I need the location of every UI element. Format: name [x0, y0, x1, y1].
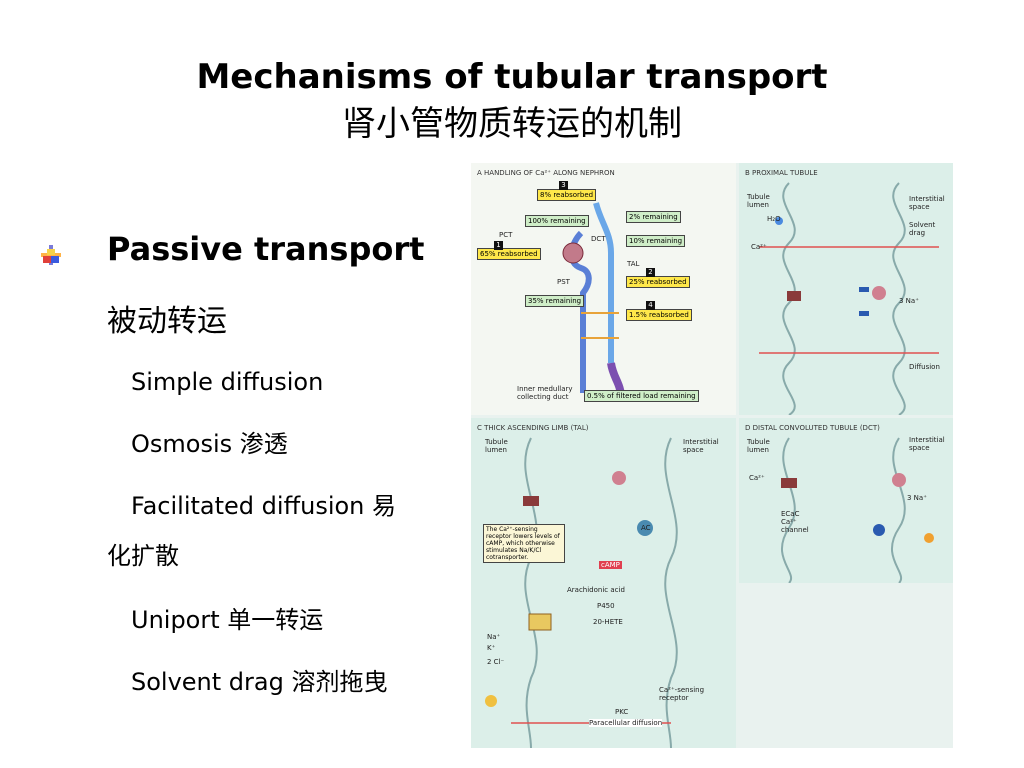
label-tubule-lumen: Tubule lumen — [747, 438, 770, 454]
box-8-reabsorbed: 8% reabsorbed — [537, 189, 597, 201]
box-25-reabsorbed: 25% reabsorbed — [626, 276, 690, 288]
passive-transport-heading: Passive transport — [107, 230, 425, 268]
label-diffusion: Diffusion — [909, 363, 940, 371]
label-p450: P450 — [597, 602, 615, 610]
box-10-remaining: 10% remaining — [626, 235, 686, 247]
slide-title-chinese: 肾小管物质转运的机制 — [342, 104, 682, 144]
panel-d-title: D DISTAL CONVOLUTED TUBULE (DCT) — [745, 424, 880, 432]
label-imcd: Inner medullary collecting duct — [517, 385, 573, 401]
dct-diagram — [781, 437, 934, 583]
label-20-hete: 20-HETE — [593, 618, 623, 626]
label-solvent-drag: Solvent drag — [909, 221, 936, 237]
panel-c-title: C THICK ASCENDING LIMB (TAL) — [477, 424, 589, 432]
panel-a: A HANDLING OF Ca²⁺ ALONG NEPHRON 8% reab… — [471, 163, 736, 415]
label-tubule-lumen: Tubule lumen — [485, 438, 508, 454]
tal-diagram — [485, 437, 678, 748]
proximal-tubule-diagram — [759, 182, 939, 415]
sensing-receptor-note: The Ca²⁺-sensing receptor lowers levels … — [483, 524, 565, 563]
box-65-reabsorbed: 65% reabsorbed — [477, 248, 541, 260]
label-ca: Ca²⁺ — [751, 243, 767, 251]
label-sensing-receptor: Ca²⁺-sensing receptor — [659, 686, 705, 702]
label-pct: PCT — [499, 231, 513, 239]
list-item: Facilitated diffusion 易 — [131, 492, 397, 520]
label-arachidonic: Arachidonic acid — [567, 586, 625, 594]
passive-transport-heading-chinese: 被动转运 — [107, 304, 227, 339]
box-2-remaining: 2% remaining — [626, 211, 681, 223]
tubular-transport-figure: A HANDLING OF Ca²⁺ ALONG NEPHRON 8% reab… — [471, 163, 953, 748]
label-tubule-lumen: Tubule lumen — [747, 193, 770, 209]
list-item: Solvent drag 溶剂拖曳 — [131, 668, 388, 696]
panel-a-title: A HANDLING OF Ca²⁺ ALONG NEPHRON — [477, 169, 615, 177]
label-k: K⁺ — [487, 644, 496, 652]
label-tal: TAL — [627, 260, 640, 268]
label-pkc: PKC — [615, 708, 629, 716]
step-number: 1 — [494, 241, 503, 250]
label-na: 3 Na⁺ — [899, 297, 919, 305]
slide-title: Mechanisms of tubular transport — [196, 57, 828, 97]
box-100-remaining: 100% remaining — [525, 215, 589, 227]
label-paracellular: Paracellular diffusion — [589, 719, 663, 727]
label-na: 3 Na⁺ — [907, 494, 927, 502]
list-item: Osmosis 渗透 — [131, 430, 288, 458]
nephron-diagram — [562, 202, 625, 399]
list-item: Simple diffusion — [131, 368, 324, 396]
label-camp: cAMP — [599, 561, 622, 569]
step-number: 2 — [646, 268, 655, 277]
label-na: Na⁺ — [487, 633, 501, 641]
list-item: Uniport 单一转运 — [131, 606, 324, 634]
list-item-continuation: 化扩散 — [107, 542, 179, 570]
panel-c: C THICK ASCENDING LIMB (TAL) Tubule lume… — [471, 418, 736, 748]
label-h2o: H₂O — [767, 215, 781, 223]
label-ca: Ca²⁺ — [749, 474, 765, 482]
label-cl: 2 Cl⁻ — [487, 658, 505, 666]
panel-d: D DISTAL CONVOLUTED TUBULE (DCT) Tubule … — [739, 418, 953, 583]
box-1-5-reabsorbed: 1.5% reabsorbed — [626, 309, 692, 321]
label-interstitial: Interstitial space — [909, 195, 945, 211]
label-pst: PST — [557, 278, 570, 286]
label-interstitial: Interstitial space — [909, 436, 945, 452]
label-ecac: ECaC Ca²⁺ channel — [781, 510, 809, 534]
label-ac: AC — [641, 524, 651, 532]
label-interstitial: Interstitial space — [683, 438, 719, 454]
panel-b: B PROXIMAL TUBULE Tubule lumen Interstit… — [739, 163, 953, 415]
panel-b-title: B PROXIMAL TUBULE — [745, 169, 818, 177]
bullet-icon — [41, 245, 61, 265]
label-dct: DCT — [591, 235, 606, 243]
box-filtered-load: 0.5% of filtered load remaining — [584, 390, 699, 402]
box-35-remaining: 35% remaining — [525, 295, 585, 307]
step-number: 4 — [646, 301, 655, 310]
step-number: 3 — [559, 181, 568, 190]
